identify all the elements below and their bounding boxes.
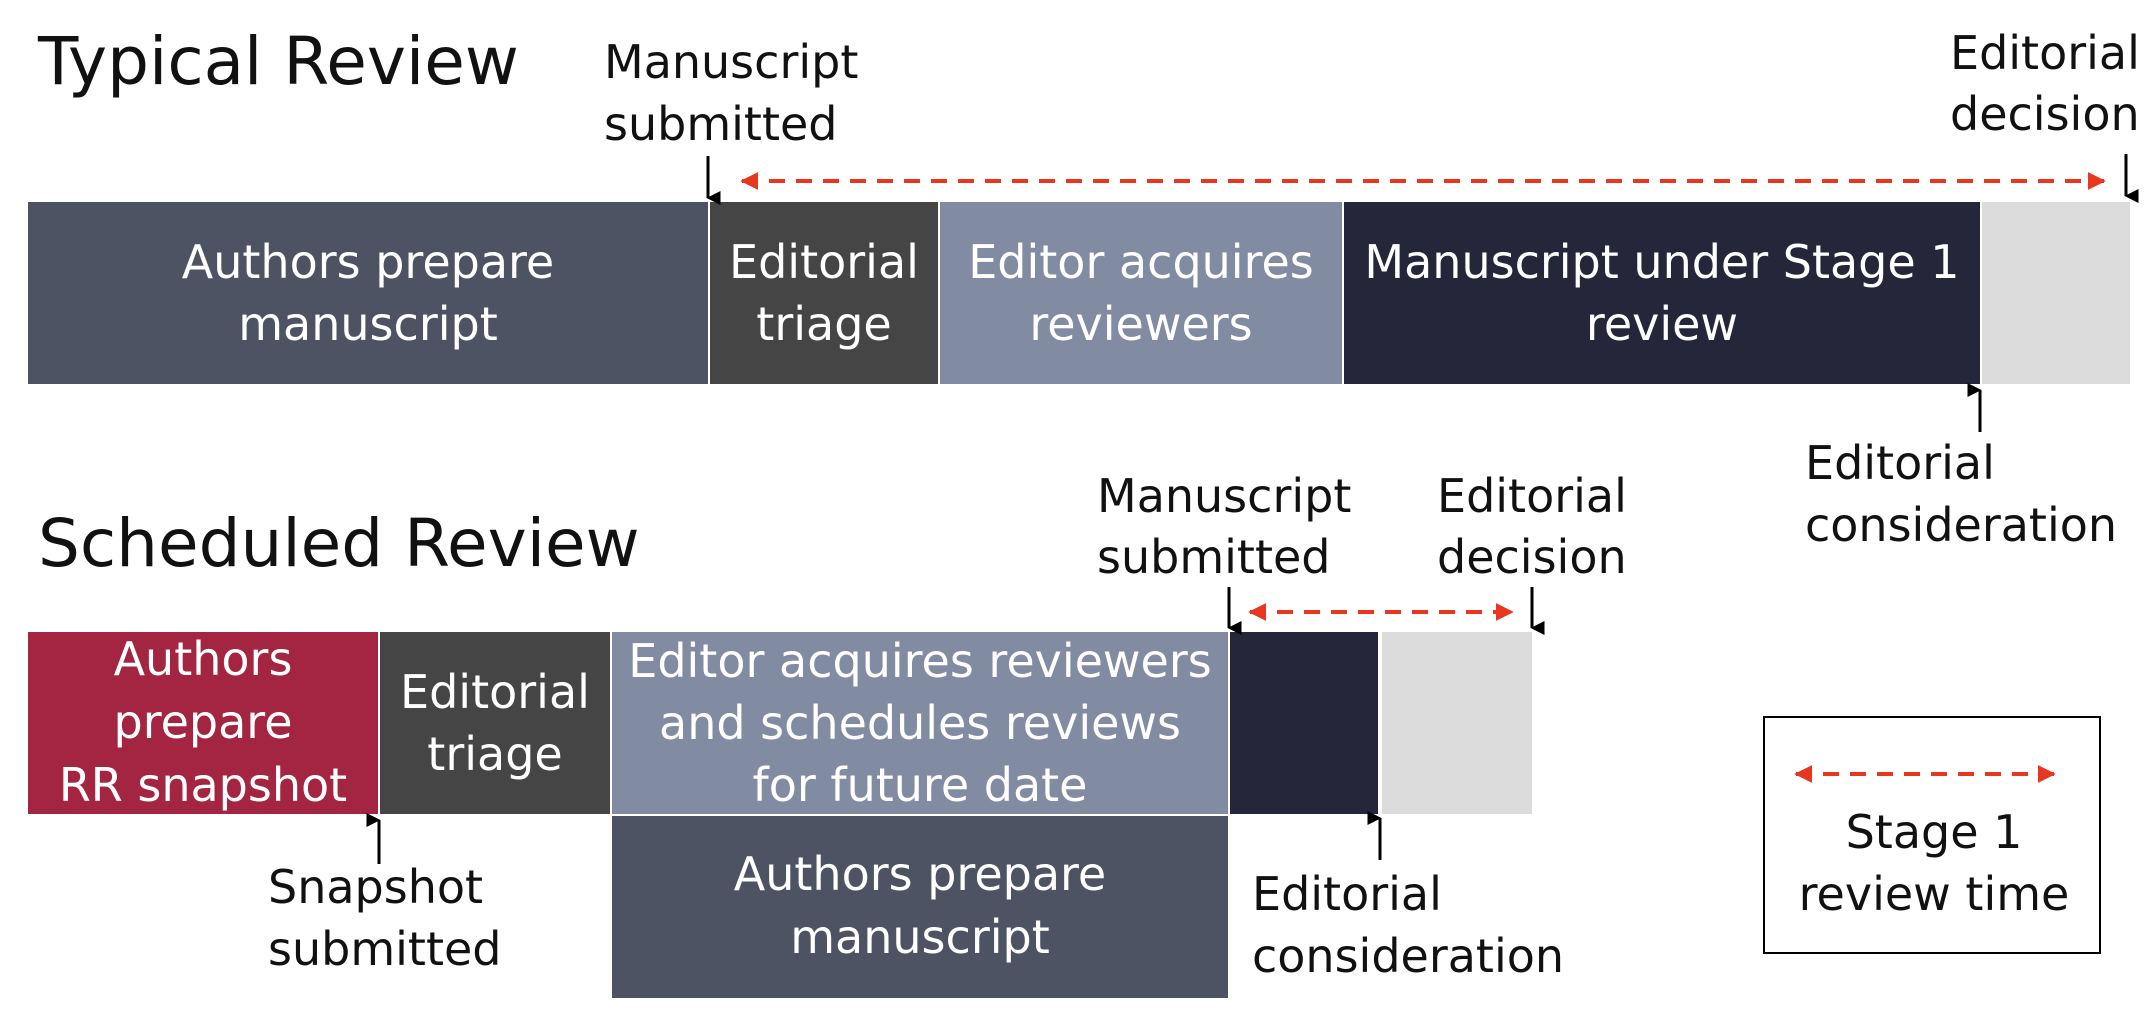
snapshot-submitted-label-1: Snapshot bbox=[268, 860, 483, 914]
scheduled-acquire-block bbox=[612, 632, 1228, 814]
typical-authors-label-2: manuscript bbox=[238, 297, 498, 351]
typical-acquire-label-1: Editor acquires bbox=[968, 235, 1314, 289]
scheduled-triage-label-1: Editorial bbox=[400, 665, 590, 719]
legend-border bbox=[1763, 716, 2101, 954]
typical-consideration-block bbox=[1982, 202, 2130, 384]
legend-label-2: review time bbox=[1799, 867, 2070, 921]
typical-acquire-block bbox=[940, 202, 1342, 384]
typical-consideration-label-2: consideration bbox=[1805, 498, 2117, 552]
typical-stage1-block bbox=[1344, 202, 1980, 384]
scheduled-snapshot-label-3: RR snapshot bbox=[59, 758, 347, 812]
legend-label-1: Stage 1 bbox=[1846, 805, 2023, 859]
scheduled-authors-label-1: Authors prepare bbox=[734, 847, 1106, 901]
typical-submitted-label-1: Manuscript bbox=[604, 35, 858, 89]
typical-authors-label-1: Authors prepare bbox=[182, 235, 554, 289]
scheduled-snapshot-block bbox=[28, 632, 378, 814]
scheduled-snapshot-label-1: Authors bbox=[114, 632, 293, 686]
scheduled-acquire-label-1: Editor acquires reviewers bbox=[628, 634, 1211, 688]
typical-triage-label-1: Editorial bbox=[729, 235, 919, 289]
scheduled-authors-block bbox=[612, 816, 1228, 998]
scheduled-consideration-label-1: Editorial bbox=[1252, 867, 1442, 921]
scheduled-decision-label-1: Editorial bbox=[1437, 469, 1627, 523]
typical-triage-label-2: triage bbox=[756, 297, 891, 351]
scheduled-snapshot-label-2: prepare bbox=[114, 695, 293, 749]
scheduled-acquire-label-2: and schedules reviews bbox=[659, 696, 1181, 750]
typical-review-title: Typical Review bbox=[37, 23, 519, 100]
scheduled-review-title: Scheduled Review bbox=[38, 505, 640, 582]
typical-stage1-label-1: Manuscript under Stage 1 bbox=[1364, 235, 1959, 289]
typical-consideration-label-1: Editorial bbox=[1805, 436, 1995, 490]
scheduled-authors-label-2: manuscript bbox=[790, 910, 1050, 964]
scheduled-submitted-label-2: submitted bbox=[1097, 530, 1330, 584]
scheduled-decision-label-2: decision bbox=[1437, 530, 1627, 584]
scheduled-submitted-label-1: Manuscript bbox=[1097, 469, 1351, 523]
typical-decision-label-2: decision bbox=[1950, 87, 2140, 141]
typical-stage1-label-2: review bbox=[1586, 297, 1738, 351]
typical-acquire-label-2: reviewers bbox=[1029, 297, 1252, 351]
typical-authors-block bbox=[28, 202, 708, 384]
scheduled-consideration-block bbox=[1382, 632, 1532, 814]
scheduled-acquire-label-3: for future date bbox=[753, 758, 1088, 812]
snapshot-submitted-label-2: submitted bbox=[268, 922, 501, 976]
typical-decision-label-1: Editorial bbox=[1950, 26, 2140, 80]
scheduled-consideration-label-2: consideration bbox=[1252, 929, 1564, 983]
scheduled-triage-block bbox=[380, 632, 610, 814]
scheduled-stage1-block bbox=[1230, 632, 1378, 814]
legend-box: Stage 1 review time bbox=[1763, 716, 2101, 954]
typical-submitted-label-2: submitted bbox=[604, 97, 837, 151]
scheduled-triage-label-2: triage bbox=[427, 727, 562, 781]
typical-triage-block bbox=[710, 202, 938, 384]
